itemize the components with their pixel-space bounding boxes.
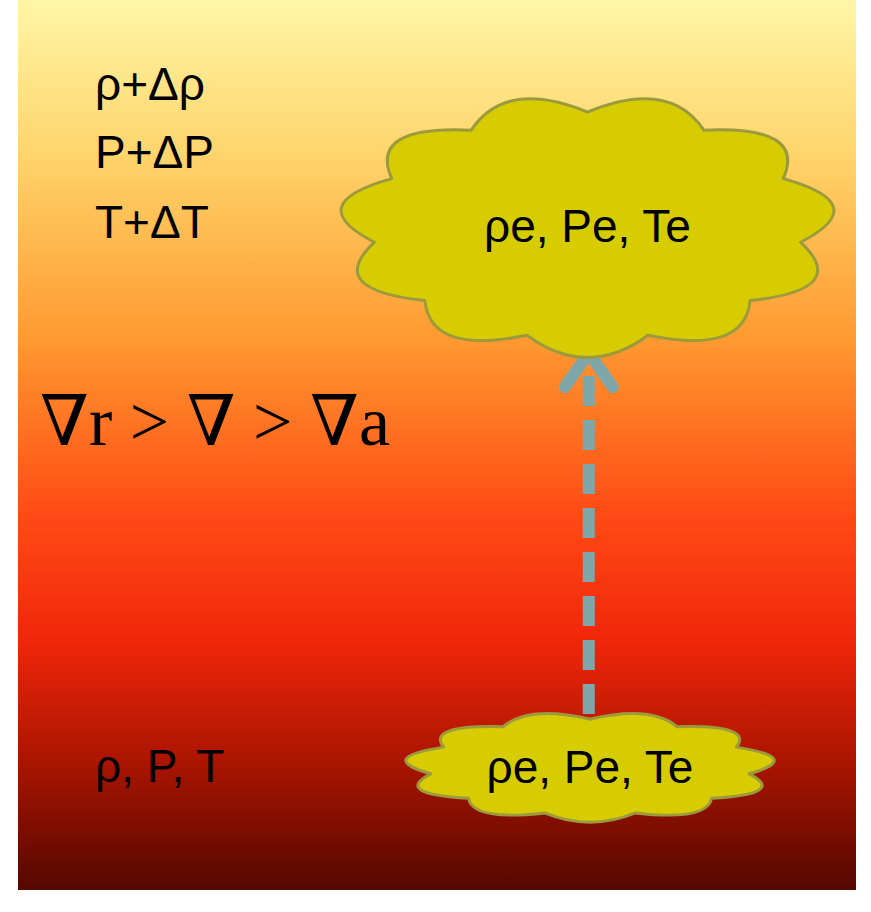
label-holder: ρ, P, T — [95, 740, 224, 793]
text-holder: ρe, Pe, Te — [340, 95, 835, 357]
dashed-shaft — [583, 361, 595, 714]
cloud-label: ρe, Pe, Te — [484, 200, 691, 253]
cloud-node: ρe, Pe, Te — [340, 95, 835, 357]
text-holder: ρe, Pe, Te — [405, 712, 775, 822]
state-label: ρ+Δρ — [95, 58, 205, 111]
rising-arrow — [565, 353, 613, 714]
label-holder: P+ΔP — [95, 126, 214, 179]
cloud-node: ρe, Pe, Te — [405, 712, 775, 822]
cloud-outline — [341, 99, 834, 358]
cloud-label: ρe, Pe, Te — [487, 741, 694, 794]
gradient-relation: ∇r > ∇ > ∇a — [40, 382, 390, 463]
cloud-outline — [406, 714, 774, 823]
state-label: ρ, P, T — [95, 740, 224, 793]
label-holder: ∇r > ∇ > ∇a — [40, 382, 390, 463]
label-holder: ρ+Δρ — [95, 58, 205, 111]
state-label: T+ΔT — [95, 196, 209, 249]
temperature-gradient — [18, 0, 856, 890]
label-holder: T+ΔT — [95, 196, 209, 249]
state-label: P+ΔP — [95, 126, 214, 179]
